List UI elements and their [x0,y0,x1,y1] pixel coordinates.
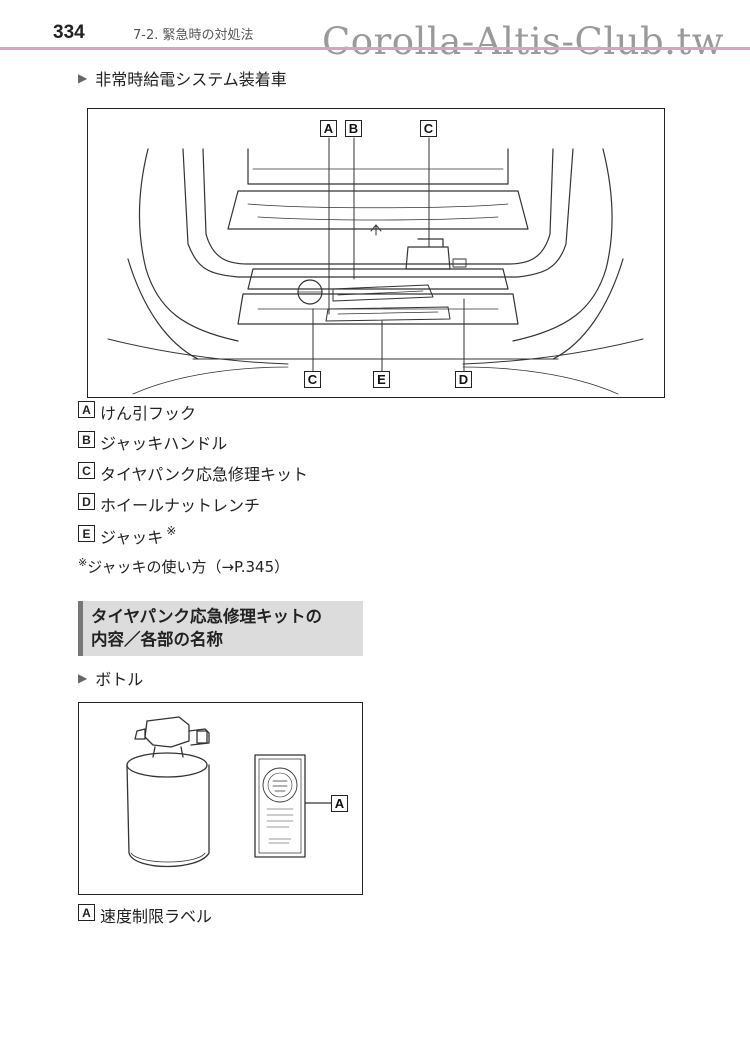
triangle-right-icon: ▶ [78,71,88,85]
legend-item-a: A けん引フック [78,400,196,424]
callout-d: D [455,371,472,388]
triangle-right-icon: ▶ [78,671,88,685]
legend-label: タイヤパンク応急修理キット [100,465,309,484]
legend-key: B [78,431,95,448]
bottle-callout-a: A [331,795,348,812]
legend-label: ジャッキハンドル [100,434,228,453]
page-number: 334 [53,22,85,43]
section-path: 7-2. 緊急時の対処法 [133,28,254,43]
footnote-text: ジャッキの使い方（→P.345） [87,558,290,576]
bottle-figure: A [78,702,363,895]
callout-a: A [320,120,337,137]
figure1-subheading: ▶ 非常時給電システム装着車 [78,66,287,90]
legend-item-d: D ホイールナットレンチ [78,492,260,516]
header-rule [0,47,750,50]
callout-b: B [345,120,362,137]
section-heading: タイヤパンク応急修理キットの 内容／各部の名称 [78,601,363,656]
figure1-subheading-text: 非常時給電システム装着車 [95,70,287,89]
callout-c-bottom: C [304,371,321,388]
bottle-illustration [126,716,332,868]
legend-label: 速度制限ラベル [100,907,213,926]
legend-key: D [78,493,95,510]
trunk-illustration [107,137,644,395]
legend-item-c: C タイヤパンク応急修理キット [78,461,308,485]
legend2-item-a: A 速度制限ラベル [78,903,212,927]
legend-key: A [78,904,95,921]
note-mark: ※ [166,524,177,538]
section-title-line2: 内容／各部の名称 [91,630,223,649]
watermark: Corolla-Altis-Club.tw [322,20,724,63]
legend-label: けん引フック [100,404,197,423]
footnote: ※ジャッキの使い方（→P.345） [78,556,289,577]
section-title-line1: タイヤパンク応急修理キットの [91,607,322,626]
legend-item-b: B ジャッキハンドル [78,430,227,454]
legend-key: C [78,462,95,479]
legend-key: E [78,525,95,542]
legend-label: ジャッキ [100,528,164,547]
figure2-subheading: ▶ ボトル [78,666,143,690]
callout-c-top: C [420,120,437,137]
legend-item-e: E ジャッキ ※ [78,524,176,548]
figure2-subheading-text: ボトル [95,670,144,689]
trunk-figure: A B C C E D [87,108,665,398]
legend-label: ホイールナットレンチ [100,496,261,515]
legend-key: A [78,401,95,418]
callout-e: E [373,371,390,388]
footnote-mark: ※ [78,556,88,569]
